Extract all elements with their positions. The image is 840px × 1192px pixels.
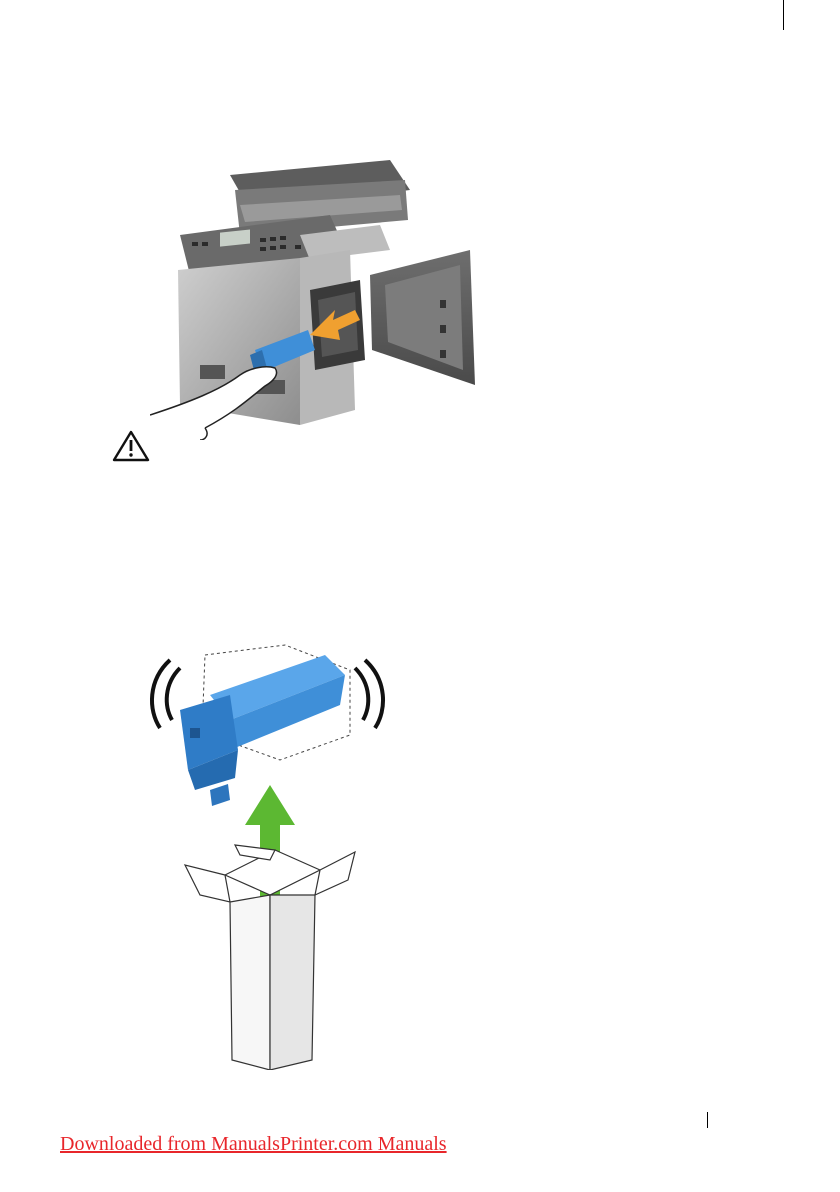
manualsprinter-download-link[interactable]: Downloaded from ManualsPrinter.com Manua… — [60, 1133, 447, 1156]
page-number-rule — [707, 1112, 708, 1128]
top-edge-rule — [783, 0, 784, 30]
printer-insert-toner-illustration — [150, 150, 490, 440]
caution-triangle-icon — [112, 430, 150, 462]
shake-toner-cartridge-illustration — [140, 640, 400, 1070]
